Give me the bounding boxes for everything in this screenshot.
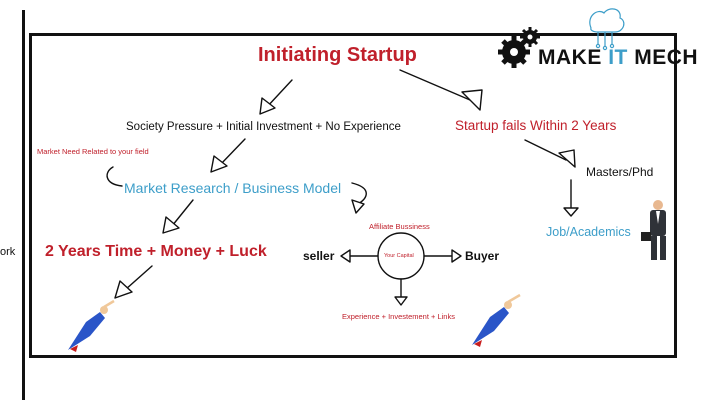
node-society-pressure: Society Pressure + Initial Investment + … [126, 121, 401, 133]
arrowhead-society [259, 97, 276, 115]
arrow-research-to-2years [171, 199, 194, 227]
node-market-research: Market Research / Business Model [124, 180, 342, 196]
arrowhead-job [563, 207, 579, 217]
logo-word-make: MAKE [538, 46, 602, 69]
arrowhead-affiliate [351, 199, 365, 214]
whiteboard-frame [29, 33, 677, 358]
logo-word-mech: MECH [634, 46, 699, 69]
arrow-2years-to-hero [124, 265, 153, 291]
arrowhead-masters [558, 149, 576, 168]
arrowhead-2years [162, 216, 180, 234]
curl-to-market-need [106, 166, 123, 187]
node-masters-phd: Masters/Phd [586, 165, 654, 179]
superhero-illustration [68, 299, 115, 352]
node-buyer: Buyer [465, 249, 500, 263]
brand-logo: MAKE IT MECH [538, 46, 698, 70]
arrowhead-seller [340, 249, 351, 263]
arrow-title-to-society [265, 79, 293, 109]
arrow-society-to-research [219, 138, 246, 166]
node-startup-fails: Startup fails Within 2 Years [455, 118, 617, 133]
node-job-academics: Job/Academics [546, 225, 631, 239]
left-panel-edge [0, 10, 25, 400]
node-affiliate: Affiliate Bussiness [369, 222, 430, 231]
brain-circuit-icon [589, 8, 625, 51]
node-two-years: 2 Years Time + Money + Luck [45, 243, 267, 260]
logo-word-it: IT [608, 46, 628, 69]
arrow-title-to-fails [399, 69, 471, 101]
arrowhead-buyer [451, 249, 462, 263]
businessman-illustration [641, 200, 666, 260]
arrowhead-research [210, 155, 228, 173]
node-market-need: Market Need Related to your field [37, 147, 149, 156]
node-experience: Experience + Investement + Links [342, 312, 455, 321]
diagram-title: Initiating Startup [258, 44, 417, 66]
arrowhead-experience [394, 296, 408, 306]
node-your-capital: Your Capital [384, 253, 414, 259]
arrowhead-fails [461, 89, 483, 111]
left-panel-text: ork [0, 246, 16, 258]
node-seller: seller [303, 249, 335, 263]
arrowhead-hero [114, 280, 133, 299]
arrow-fails-to-masters [524, 139, 567, 161]
superhero-illustration [472, 293, 521, 347]
gear-icon [498, 27, 540, 68]
